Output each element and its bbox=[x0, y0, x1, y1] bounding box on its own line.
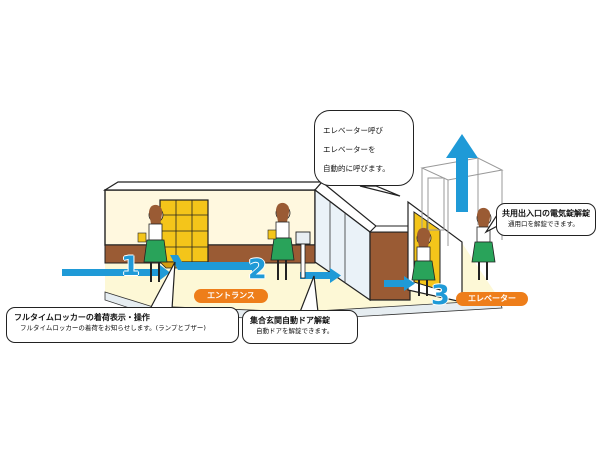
step-number-1: 1 bbox=[121, 251, 140, 282]
bubble-line-1: エレベーター呼び bbox=[323, 126, 383, 135]
callout-locker-desc: フルタイムロッカーの着荷をお知らせします。(ランプとブザー) bbox=[20, 324, 206, 332]
callout-service-door: 共用出入口の電気錠解錠 通用口を解錠できます。 bbox=[496, 203, 596, 236]
person-at-service-door bbox=[471, 207, 496, 280]
elevator-call-bubble: エレベーター呼び エレベーターを 自動的に呼びます。 bbox=[314, 110, 414, 186]
route-arrow bbox=[62, 255, 415, 291]
callout-service-door-title: 共用出入口の電気錠解錠 bbox=[502, 209, 590, 218]
person-at-panel bbox=[267, 202, 295, 280]
bubble-line-2: エレベーターを bbox=[323, 145, 376, 154]
up-arrow bbox=[446, 134, 478, 212]
callout-entrance-title: 集合玄関自動ドア解錠 bbox=[250, 316, 330, 325]
step-number-2: 2 bbox=[248, 254, 267, 285]
tag-elevator: エレベーター bbox=[456, 292, 528, 306]
step-number-3: 3 bbox=[431, 280, 450, 311]
person-at-elevator bbox=[411, 227, 436, 296]
callout-locker: フルタイムロッカーの着荷表示・操作 フルタイムロッカーの着荷をお知らせします。(… bbox=[6, 307, 239, 343]
entrance-panel bbox=[295, 231, 311, 279]
callout-entrance-desc: 自動ドアを解錠できます。 bbox=[256, 327, 334, 335]
wall-top-left bbox=[102, 181, 324, 191]
callout-service-door-desc: 通用口を解錠できます。 bbox=[508, 220, 579, 228]
person-at-locker bbox=[137, 204, 168, 282]
locker-cabinet bbox=[159, 199, 215, 269]
callout-locker-title: フルタイムロッカーの着荷表示・操作 bbox=[14, 313, 150, 322]
callout-entrance: 集合玄関自動ドア解錠 自動ドアを解錠できます。 bbox=[242, 310, 358, 344]
bubble-line-3: 自動的に呼びます。 bbox=[323, 164, 390, 173]
tag-entrance: エントランス bbox=[194, 289, 268, 303]
